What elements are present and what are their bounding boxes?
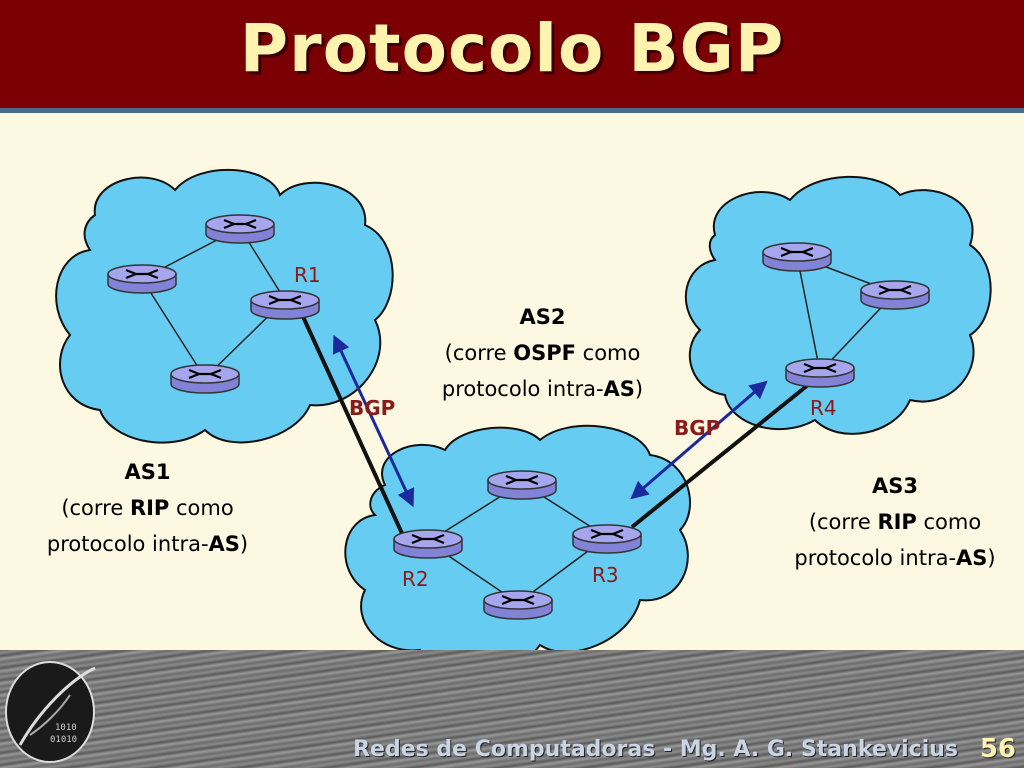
svg-text:1010: 1010: [55, 723, 77, 733]
as3-cloud: [684, 175, 992, 435]
as2-cloud: [344, 424, 691, 675]
as2-line3-post: ): [634, 377, 644, 401]
router-label-r4: R4: [810, 396, 837, 420]
router-label-r2: R2: [402, 567, 429, 591]
router-as2-bottom: [482, 589, 554, 621]
as3-name: AS3: [872, 474, 918, 498]
as3-line3-post: ): [987, 546, 996, 570]
bgp-arrow-r3-r4: [630, 380, 768, 500]
svg-text:01010: 01010: [50, 735, 77, 745]
bgp-arrow-r1-r2: [332, 334, 415, 508]
as2-line2-pre: (corre: [444, 341, 514, 365]
as1-line2-pre: (corre: [61, 496, 130, 520]
as3-description: AS3 (corre RIP como protocolo intra-AS): [745, 468, 1024, 576]
as2-line3-pre: protocolo intra-: [441, 377, 604, 401]
router-r1: [249, 289, 321, 321]
as1-line2-post: como: [169, 496, 234, 520]
as3-line3-pre: protocolo intra-: [794, 546, 957, 570]
university-logo-icon: 1010 01010: [5, 661, 96, 763]
as2-line2-post: como: [575, 341, 641, 365]
router-as3-right: [859, 279, 931, 311]
as2-protocol: OSPF: [513, 341, 576, 365]
footer-band: 1010 01010 Redes de Computadoras - Mg. A…: [0, 650, 1024, 768]
as1-name: AS1: [124, 460, 171, 484]
as1-protocol: RIP: [129, 496, 170, 520]
router-r2: [392, 528, 464, 560]
router-label-r1: R1: [294, 263, 321, 287]
as3-protocol: RIP: [877, 510, 917, 534]
slide-title: Protocolo BGP: [239, 10, 785, 87]
as2-name: AS2: [519, 305, 566, 329]
router-label-r3: R3: [592, 563, 619, 587]
as1-line3-post: ): [239, 532, 249, 556]
router-as2-top: [486, 469, 558, 501]
as1-cloud: [55, 169, 394, 444]
as3-line2-post: como: [916, 510, 982, 534]
router-as1-bottom: [169, 363, 241, 395]
bgp-label-right: BGP: [674, 416, 721, 440]
router-r4: [784, 357, 856, 389]
as1-line3-pre: protocolo intra-: [46, 532, 209, 556]
as2-line3-bold: AS: [603, 377, 635, 401]
router-as1-top: [204, 213, 276, 245]
as3-line3-bold: AS: [956, 546, 988, 570]
title-bar: [0, 0, 1024, 113]
router-as3-top: [761, 241, 833, 273]
as2-description: AS2 (corre OSPF como protocolo intra-AS): [395, 299, 690, 407]
bgp-label-left: BGP: [349, 396, 396, 420]
router-r3: [571, 523, 643, 555]
page-number: 56: [979, 734, 1016, 764]
as1-description: AS1 (corre RIP como protocolo intra-AS): [0, 454, 295, 562]
as1-line3-bold: AS: [208, 532, 240, 556]
as3-line2-pre: (corre: [808, 510, 878, 534]
footer-course-title: Redes de Computadoras - Mg. A. G. Stanke…: [353, 737, 958, 762]
router-as1-left: [106, 263, 178, 295]
